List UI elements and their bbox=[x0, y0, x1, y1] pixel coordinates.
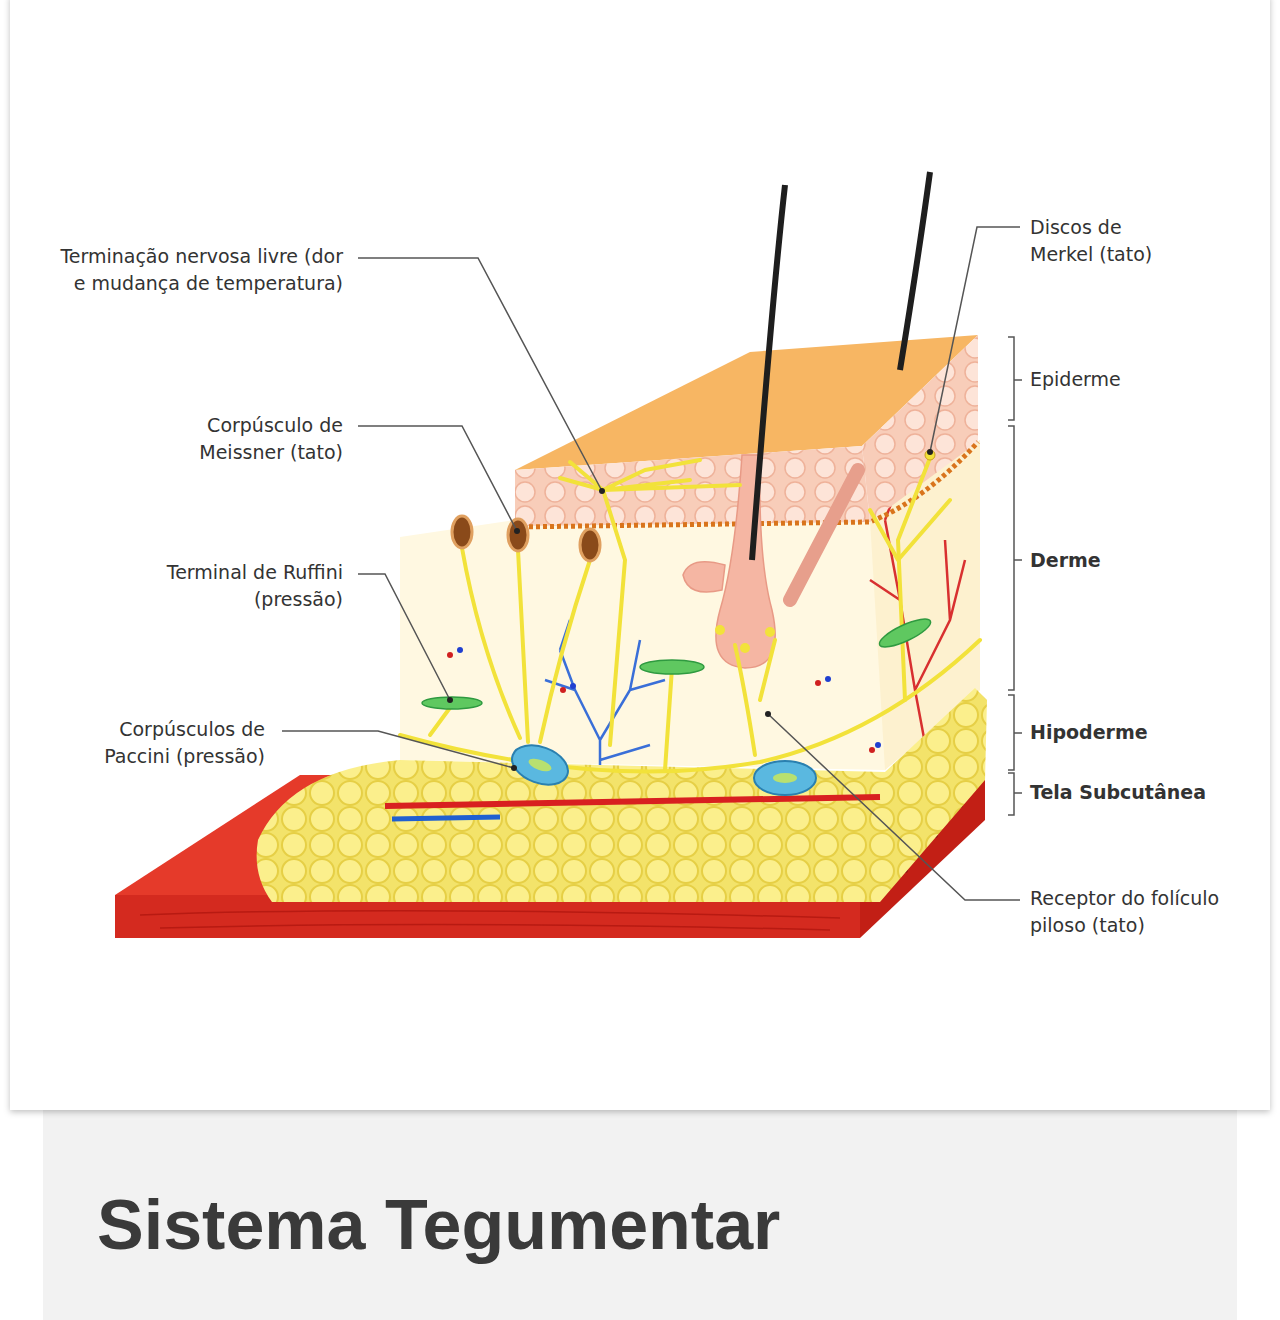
part-label: Terminação nervosa livre (dor e mudança … bbox=[53, 243, 343, 297]
part-label: Corpúsculos de Paccini (pressão) bbox=[70, 716, 265, 770]
part-label: Discos de Merkel (tato) bbox=[1030, 214, 1170, 268]
part-label: Corpúsculo de Meissner (tato) bbox=[143, 412, 343, 466]
layer-label: Derme bbox=[1030, 547, 1101, 574]
part-label: Terminal de Ruffini (pressão) bbox=[158, 559, 343, 613]
part-label: Receptor do folículo piloso (tato) bbox=[1030, 885, 1255, 939]
card-title: Sistema Tegumentar bbox=[97, 1185, 780, 1265]
layer-label: Epiderme bbox=[1030, 366, 1121, 393]
layer-label: Hipoderme bbox=[1030, 719, 1148, 746]
layer-label: Tela Subcutânea bbox=[1030, 779, 1206, 806]
